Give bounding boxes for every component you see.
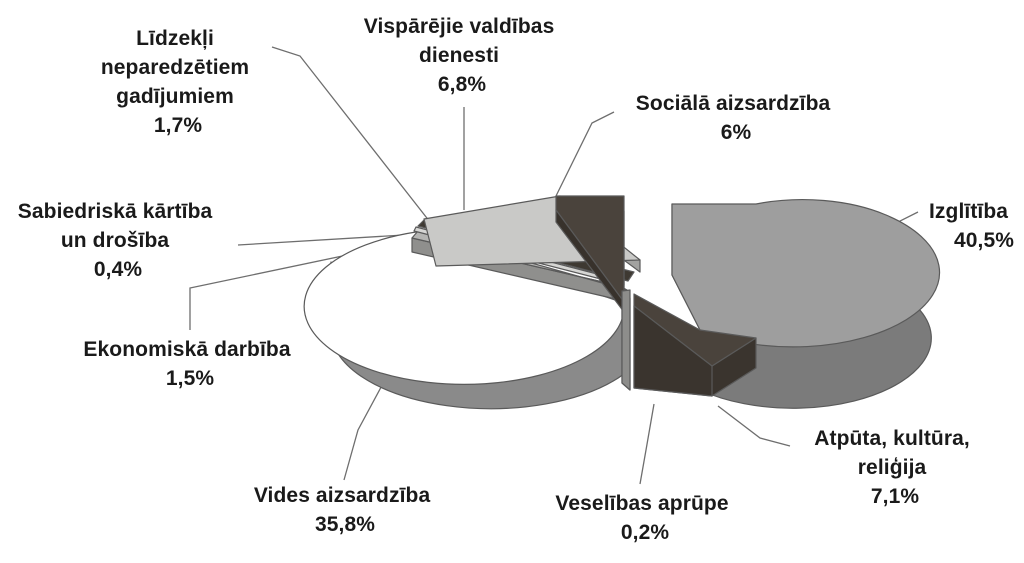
- leader-line-atputa: [717, 405, 791, 447]
- leader-line-lidzekli: [271, 46, 431, 223]
- leader-line-sociala: [555, 111, 615, 197]
- slice-izglitiba-top: [671, 199, 941, 348]
- slice-atputa-kultura[interactable]: [633, 293, 757, 397]
- leader-line-vides: [343, 377, 387, 481]
- label-sabiedriska-kartiba: Sabiedriskā kārtība un drošība 0,4%: [18, 200, 218, 281]
- label-sociala-aizsardziba: Sociālā aizsardzība 6%: [636, 92, 836, 144]
- label-vides-aizsardziba: Vides aizsardzība 35,8%: [254, 484, 436, 536]
- leader-line-veselibas: [639, 403, 655, 485]
- leader-line-ekonomiska: [189, 240, 415, 330]
- label-atputa-kultura: Atpūta, kultūra, reliģija 7,1%: [814, 427, 976, 508]
- label-izglitiba: Izglītība 40,5%: [929, 200, 1014, 252]
- label-veselibas-aprupe: Veselības aprūpe 0,2%: [555, 492, 734, 544]
- slice-vides-top-main: [303, 231, 625, 385]
- label-lidzekli-neparedzetiem: Līdzekļi neparedzētiem gadījumiem 1,7%: [101, 27, 255, 137]
- leader-lines: [189, 46, 919, 485]
- slice-veselibas-top: [621, 289, 631, 391]
- leader-line-sabiedriska: [237, 233, 421, 246]
- slice-atputa-top: [633, 293, 757, 367]
- slice-atputa-front: [633, 305, 713, 397]
- pie-slices: [303, 195, 941, 410]
- label-visparejie-valdibas: Vispārējie valdības dienesti 6,8%: [364, 15, 561, 96]
- label-ekonomiska-darbiba: Ekonomiskā darbība 1,5%: [83, 338, 296, 390]
- slice-labels: Līdzekļi neparedzētiem gadījumiem 1,7% V…: [18, 15, 1014, 544]
- slice-veselibas-aprupe[interactable]: [621, 289, 631, 391]
